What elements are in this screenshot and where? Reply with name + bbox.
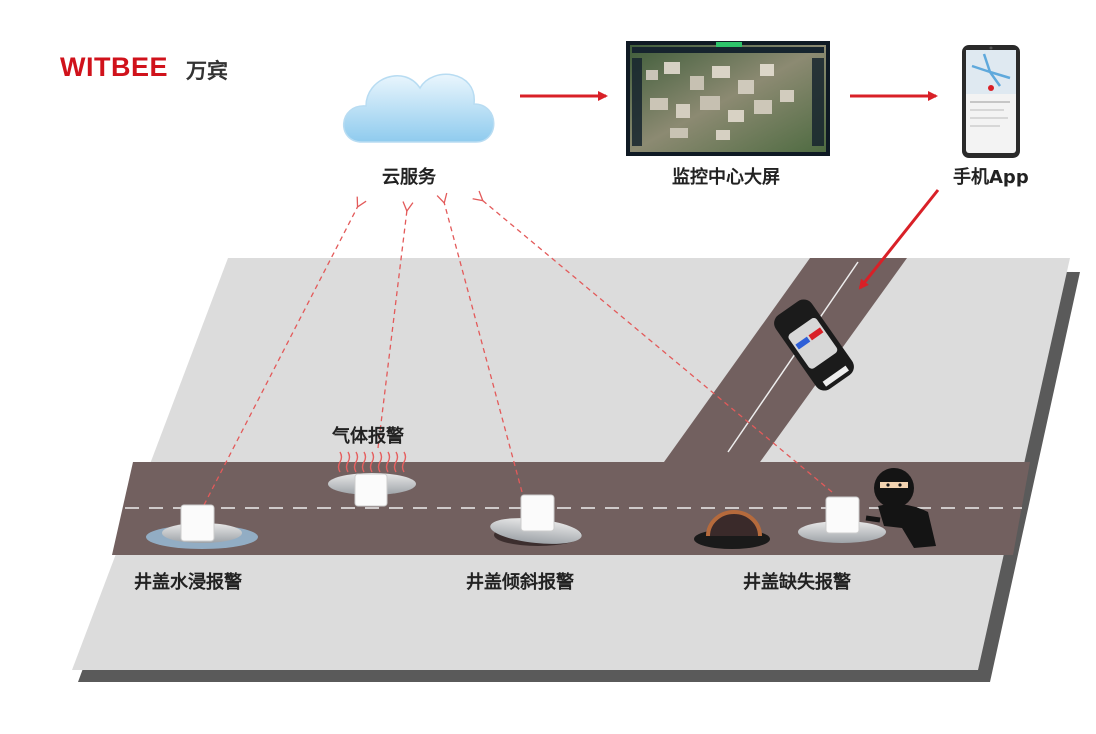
tilt-sensor: [490, 494, 582, 546]
missing-cover-sensor: [798, 496, 886, 543]
flood-sensor: [146, 504, 258, 549]
mobile-app-label: 手机App: [953, 167, 1029, 188]
open-manhole-icon: [694, 510, 770, 549]
tilt-alarm-label: 井盖倾斜报警: [466, 572, 574, 593]
monitor-screen-icon: [626, 41, 830, 156]
smartphone-icon: [962, 45, 1020, 158]
cloud-icon: [343, 73, 495, 143]
flood-alarm-label: 井盖水浸报警: [134, 572, 242, 593]
gas-sensor: [328, 473, 416, 507]
arrow-phone-to-patrol-car: [858, 189, 940, 290]
brand-logo-cn: 万宾: [186, 59, 228, 83]
cloud-service-label: 云服务: [382, 167, 436, 188]
thief-figure-icon: [865, 468, 936, 548]
brand-logo-en: WITBEE: [60, 52, 168, 82]
monitor-center-label: 监控中心大屏: [672, 167, 780, 188]
data-flow-arrows: [520, 91, 940, 290]
gas-wave-icon: [337, 451, 407, 473]
missing-cover-alarm-label: 井盖缺失报警: [743, 572, 851, 593]
sensor-uplink-arrows: [203, 200, 833, 506]
gas-alarm-label: 气体报警: [332, 426, 404, 447]
police-car-icon: [774, 299, 854, 391]
